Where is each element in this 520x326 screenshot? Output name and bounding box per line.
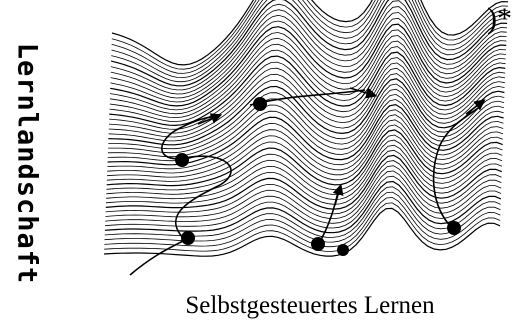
contour-line	[109, 46, 506, 122]
waypoint	[175, 153, 189, 167]
waypoint	[337, 244, 349, 256]
contour-line	[110, 17, 507, 103]
contour-line	[109, 29, 507, 111]
side-title: Lernlandschaft	[4, 6, 50, 320]
contour-line	[110, 23, 507, 107]
learning-path-center-arrow	[332, 183, 344, 206]
contour-line	[107, 93, 505, 158]
contour-line	[105, 175, 502, 229]
waypoint	[181, 231, 195, 245]
contour-line	[104, 197, 501, 248]
waypoints	[175, 97, 461, 256]
contour-line	[104, 191, 501, 243]
learning-landscape-surface	[103, 0, 509, 276]
contour-line	[104, 186, 501, 238]
contour-line	[106, 129, 503, 187]
contour-line	[108, 73, 505, 142]
learning-path-middle-arrow	[349, 87, 378, 99]
side-title-text: Lernlandschaft	[11, 42, 43, 284]
contour-line	[104, 180, 502, 234]
contour-line	[107, 99, 504, 162]
contour-line	[106, 144, 503, 200]
contour-line	[105, 165, 502, 220]
contour-line	[110, 12, 507, 99]
waypoint	[447, 221, 461, 235]
contour-line	[106, 124, 503, 182]
waypoint	[253, 97, 267, 111]
contour-line	[106, 139, 503, 196]
contour-line	[106, 134, 503, 191]
contour-line	[109, 51, 506, 127]
contour-line	[109, 35, 506, 115]
contour-line	[109, 57, 506, 130]
contour-line	[108, 67, 505, 138]
contour-line	[111, 0, 508, 74]
contour-line	[111, 0, 508, 70]
contour-line	[104, 202, 501, 252]
contour-line	[108, 88, 505, 154]
contour-line	[106, 119, 504, 178]
contour-line	[111, 0, 508, 83]
contour-line	[110, 0, 508, 87]
contour-line	[110, 0, 507, 91]
entry-line	[129, 239, 186, 276]
contour-line	[105, 170, 502, 224]
waypoint	[311, 237, 325, 251]
contour-line	[107, 114, 504, 174]
learning-path-left	[161, 116, 232, 241]
caption: Selbstgesteuertes Lernen	[185, 292, 435, 319]
contour-line	[111, 0, 509, 66]
learning-path-left-arrow	[197, 113, 223, 125]
learning-path-right-arrow	[465, 99, 486, 115]
contour-line	[110, 6, 507, 95]
learning-path-right	[432, 107, 479, 229]
learning-path-middle	[249, 89, 366, 106]
contour-line	[105, 149, 503, 205]
contour-line	[108, 78, 505, 146]
contour-line	[103, 207, 501, 257]
contour-line	[108, 83, 505, 150]
contour-line	[111, 0, 508, 79]
contour-line	[108, 62, 506, 134]
contour-line	[105, 160, 502, 215]
contour-line	[109, 40, 506, 119]
surface-contour-lines	[103, 0, 509, 257]
